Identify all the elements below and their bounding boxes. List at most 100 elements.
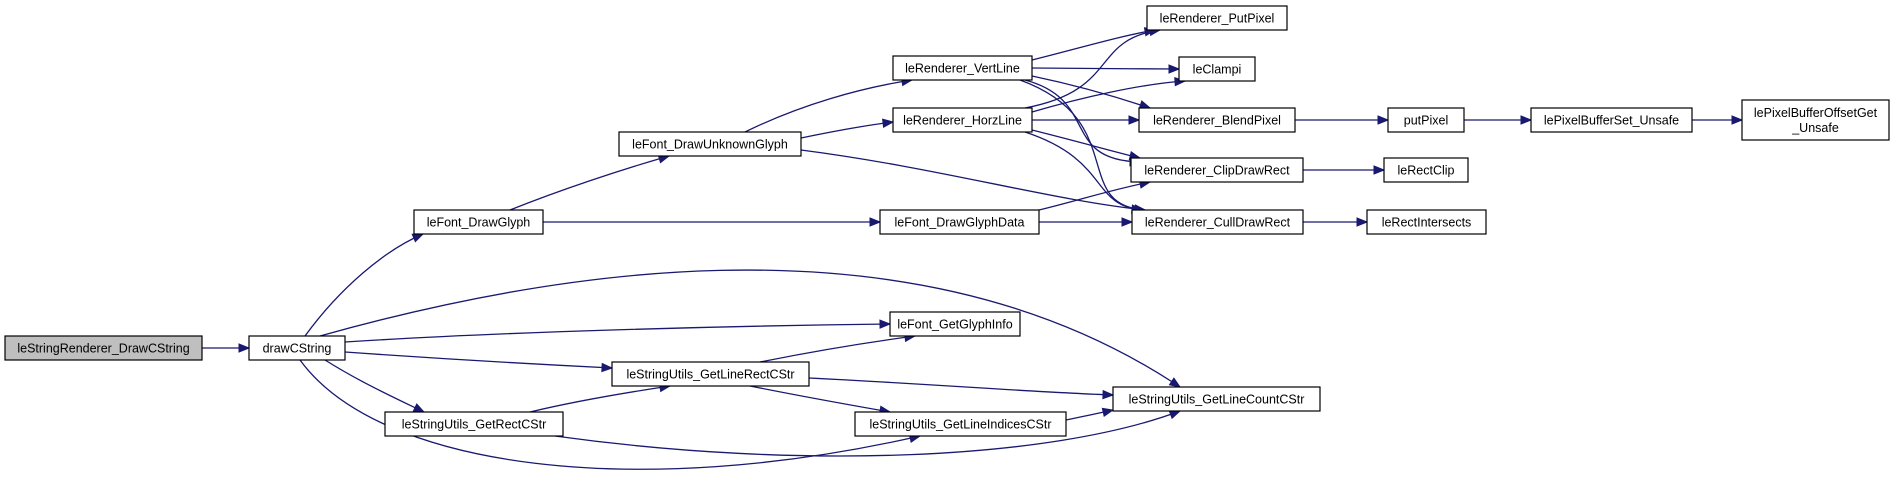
node-box	[1130, 157, 1304, 183]
node-box	[1131, 209, 1304, 235]
arrowhead	[1121, 217, 1134, 227]
node-pp[interactable]: putPixel	[1387, 107, 1465, 133]
arrowhead	[1128, 115, 1141, 125]
node-fdug[interactable]: leFont_DrawUnknownGlyph	[618, 131, 802, 157]
arrowhead	[1102, 389, 1115, 400]
node-pbog[interactable]: lePixelBufferOffsetGet_Unsafe	[1741, 99, 1890, 141]
arrowhead	[1168, 377, 1182, 388]
node-sglc[interactable]: leStringUtils_GetLineCountCStr	[1112, 386, 1321, 412]
node-box	[384, 411, 564, 437]
node-sgli[interactable]: leStringUtils_GetLineIndicesCStr	[854, 411, 1067, 437]
node-ri[interactable]: leRectIntersects	[1366, 209, 1487, 235]
edge-line	[554, 410, 1181, 457]
arrowhead	[1373, 165, 1386, 175]
edge-line	[509, 155, 670, 211]
node-draw[interactable]: drawCString	[248, 335, 346, 361]
arrowhead	[1520, 115, 1533, 125]
edge-fdg-fdgd	[543, 217, 882, 227]
edge-sgli-sglc	[1065, 407, 1115, 421]
node-box	[1530, 107, 1693, 133]
nodes: leStringRenderer_DrawCString drawCString l…	[4, 5, 1890, 437]
node-rc[interactable]: leRectClip	[1383, 157, 1469, 183]
node-box	[1178, 56, 1256, 82]
edge-line	[304, 233, 424, 337]
arrowhead	[882, 118, 895, 128]
edge-line	[1031, 75, 1151, 109]
edge-line	[319, 269, 1181, 388]
edge-rbp-pp	[1295, 115, 1390, 125]
edge-line	[1031, 80, 1186, 113]
node-label: leFont_GetGlyphInfo	[897, 318, 1012, 332]
edge-rvl-clp	[1031, 64, 1181, 74]
node-rcdr[interactable]: leRenderer_ClipDrawRect	[1130, 157, 1304, 183]
node-label: leRenderer_VertLine	[905, 62, 1020, 76]
node-box	[854, 411, 1067, 437]
node-box	[892, 107, 1033, 133]
node-label: leStringRenderer_DrawCString	[17, 342, 189, 356]
node-label: leRectClip	[1398, 164, 1455, 178]
node-label: lePixelBufferOffsetGet	[1754, 106, 1878, 120]
edge-rvl-rpp	[1031, 27, 1157, 61]
edge-line	[299, 359, 921, 470]
arrowhead	[1168, 410, 1182, 420]
node-label: leFont_DrawGlyphData	[895, 216, 1025, 230]
edge-line	[759, 335, 916, 363]
edge-line	[1024, 29, 1161, 109]
node-fdgd[interactable]: leFont_DrawGlyphData	[879, 209, 1040, 235]
node-rbp[interactable]: leRenderer_BlendPixel	[1138, 107, 1296, 133]
node-fdg[interactable]: leFont_DrawGlyph	[413, 209, 544, 235]
edge-rcull-ri	[1303, 217, 1369, 227]
node-clp[interactable]: leClampi	[1178, 56, 1256, 82]
edges	[202, 26, 1744, 470]
edge-rcdr-rc	[1303, 165, 1386, 175]
node-pbsu[interactable]: lePixelBufferSet_Unsafe	[1530, 107, 1693, 133]
edge-rhl-rbp	[1032, 115, 1141, 125]
node-label: leStringUtils_GetRectCStr	[402, 418, 547, 432]
arrowhead	[1731, 115, 1744, 125]
edge-line	[749, 385, 891, 413]
edge-sglr-sgli	[749, 385, 892, 415]
node-box	[1387, 107, 1465, 133]
node-label: putPixel	[1404, 114, 1448, 128]
node-box	[892, 55, 1033, 81]
node-box	[1383, 157, 1469, 183]
edge-line	[1031, 67, 1180, 70]
edge-draw-sglc	[319, 269, 1182, 388]
edge-fdg-fdug	[509, 154, 671, 211]
node-rcull[interactable]: leRenderer_CullDrawRect	[1131, 209, 1304, 235]
edge-line	[808, 377, 1114, 396]
node-rvl[interactable]: leRenderer_VertLine	[892, 55, 1033, 81]
node-sglr[interactable]: leStringUtils_GetLineRectCStr	[611, 361, 810, 387]
node-box	[618, 131, 802, 157]
edge-line	[344, 351, 613, 369]
node-label: leRenderer_BlendPixel	[1153, 114, 1281, 128]
node-box	[1366, 209, 1487, 235]
node-box	[889, 311, 1021, 337]
edge-line	[1024, 79, 1141, 163]
node-box	[611, 361, 810, 387]
node-label: drawCString	[263, 342, 332, 356]
node-fggi[interactable]: leFont_GetGlyphInfo	[889, 311, 1021, 337]
edge-sglr-sglc	[808, 377, 1115, 400]
node-rhl[interactable]: leRenderer_HorzLine	[892, 107, 1033, 133]
node-rpp[interactable]: leRenderer_PutPixel	[1146, 5, 1288, 31]
node-label: leStringUtils_GetLineRectCStr	[626, 368, 794, 382]
node-box	[879, 209, 1040, 235]
node-box	[1112, 386, 1321, 412]
edge-sglr-fggi	[759, 332, 917, 363]
edge-line	[1038, 181, 1151, 211]
edge-fdug-rcull	[800, 149, 1147, 214]
node-label: leFont_DrawUnknownGlyph	[632, 138, 788, 152]
edge-line	[1019, 79, 1146, 211]
arrowhead	[238, 343, 251, 353]
node-root[interactable]: leStringRenderer_DrawCString	[4, 335, 203, 361]
node-box	[1146, 5, 1288, 31]
edge-draw-fdg	[304, 233, 425, 337]
edge-line	[324, 359, 425, 413]
node-sgr[interactable]: leStringUtils_GetRectCStr	[384, 411, 564, 437]
node-box	[1741, 99, 1890, 141]
edge-fdug-rhl	[800, 118, 895, 139]
arrowhead	[879, 319, 892, 329]
edge-draw-sglr	[344, 351, 614, 373]
arrowhead	[1101, 407, 1115, 417]
